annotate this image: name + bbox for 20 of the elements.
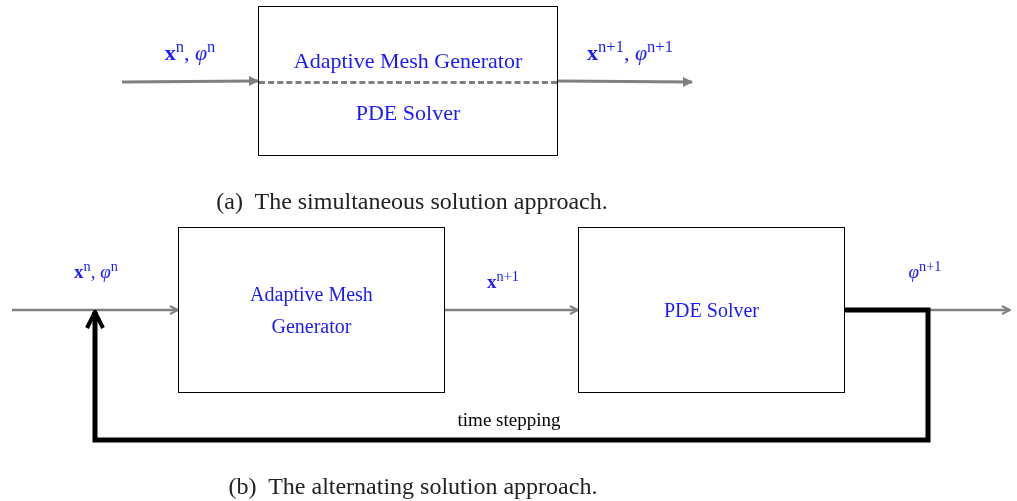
arrow: [445, 305, 579, 315]
edge-label: time stepping: [457, 407, 561, 432]
arrow: [122, 75, 260, 87]
box-label: PDE Solver: [663, 298, 760, 323]
process-box: [578, 227, 845, 393]
caption: (a) The simultaneous solution approach.: [216, 187, 608, 216]
box-label: Adaptive Mesh Generator: [292, 47, 524, 75]
process-box: [178, 227, 445, 393]
box-label: PDE Solver: [354, 99, 462, 127]
edge-label: x$^{n}$, φ$^{n}$: [164, 35, 216, 67]
caption: (b) The alternating solution approach.: [228, 472, 598, 501]
arrow: [558, 76, 694, 88]
arrow: [85, 307, 931, 443]
box-label: Adaptive Mesh Generator: [249, 282, 374, 339]
edge-label: x$^{n+1}$: [487, 267, 519, 294]
edge-label: φ$^{n+1}$: [908, 257, 942, 284]
edge-label: x$^{n+1}$, φ$^{n+1}$: [587, 35, 673, 67]
edge-label: x$^{n}$, φ$^{n}$: [74, 257, 118, 284]
arrow: [12, 305, 179, 315]
process-box: [258, 6, 558, 156]
